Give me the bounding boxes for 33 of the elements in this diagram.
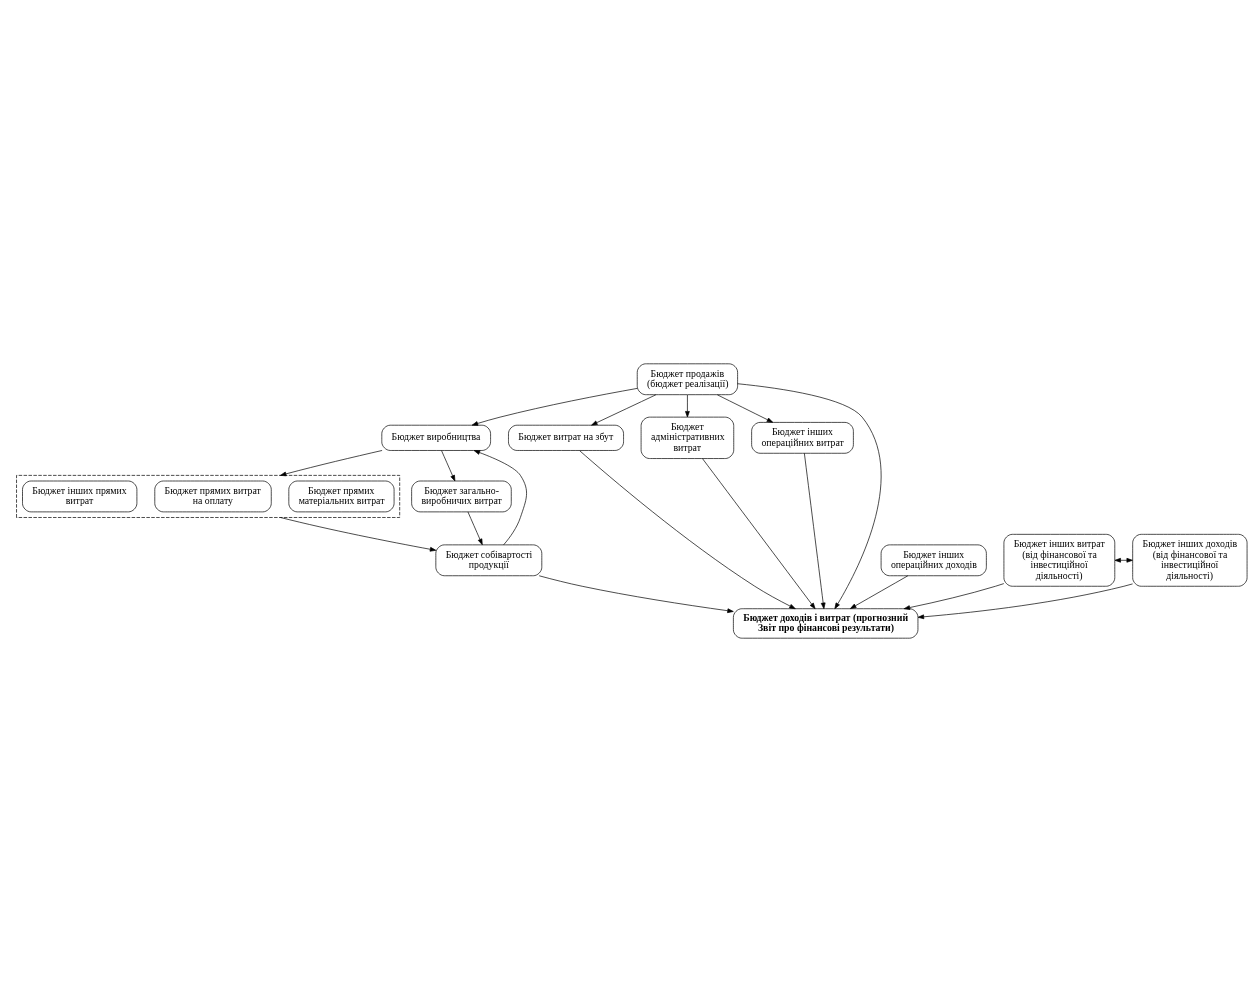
arrow (917, 583, 1133, 619)
cluster (16, 474, 401, 518)
node-box: Бюджет адміністративних витрат (640, 416, 735, 459)
arrow (737, 382, 882, 609)
arrow (1114, 557, 1133, 563)
arrow (471, 387, 638, 426)
node-box: Бюджет прямих витрат на оплату (154, 480, 272, 512)
arrow (467, 511, 483, 545)
node-box: Бюджет собівартості продукції (435, 544, 543, 576)
arrow (591, 393, 657, 425)
arrow (280, 449, 383, 476)
node-box: Бюджет виробництва (381, 424, 491, 451)
arrow (441, 449, 456, 481)
node-box: Бюджет інших операційних доходів (880, 544, 987, 576)
node-box: Бюджет інших операційних витрат (751, 421, 854, 454)
arrow (850, 574, 909, 609)
arrow (473, 449, 527, 545)
arrow (579, 449, 796, 609)
node-box: Бюджет прямих матеріальних витрат (288, 480, 395, 512)
node-box: Бюджет інших прямих витрат (22, 480, 138, 512)
node-box: Бюджет витрат на збут (508, 424, 624, 451)
node-box: Бюджет доходів і витрат (прогнозний Звіт про фінансові результати) (733, 607, 919, 639)
arrow (804, 452, 826, 609)
node-box: Бюджет інших доходів (від фінансової та інвестиційної діяльності) (1132, 533, 1248, 587)
arrow (903, 582, 1005, 610)
node-box: Бюджет інших витрат (від фінансової та інвестиційної діяльності) (1003, 533, 1116, 587)
arrow (280, 516, 437, 552)
node-box: Бюджет продажів (бюджет реалізації) (636, 362, 738, 395)
arrow (538, 574, 734, 613)
arrow (702, 457, 816, 609)
arrow (717, 393, 774, 423)
arrow (685, 394, 690, 417)
node-box: Бюджет загально-виробничих витрат (411, 480, 512, 512)
